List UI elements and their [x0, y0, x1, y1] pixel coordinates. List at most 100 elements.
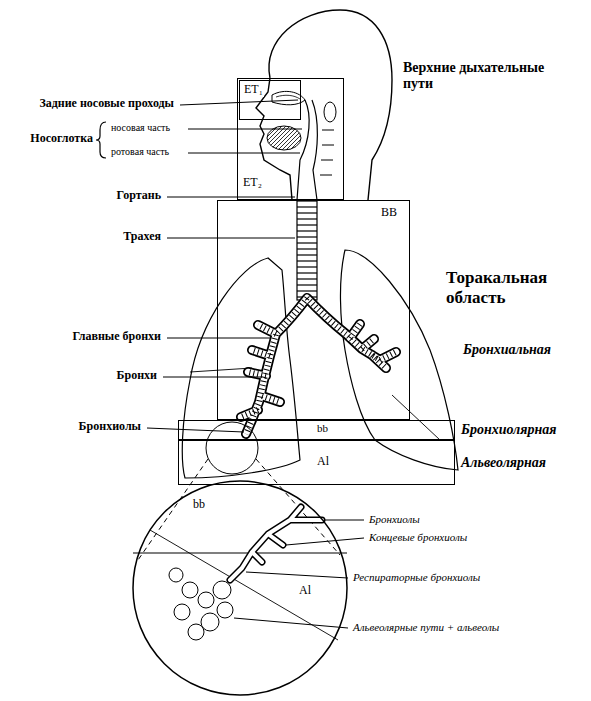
leader-line — [325, 520, 364, 521]
region-code: ET₁ — [243, 83, 264, 97]
alveolus — [169, 568, 183, 582]
region-name: Бронхиолы — [368, 513, 421, 526]
zoom-dash — [138, 459, 208, 560]
leader-line — [167, 238, 295, 239]
turbinate — [276, 95, 300, 99]
vertebrae — [320, 130, 334, 175]
region-name: Бронхиолярная — [460, 422, 557, 438]
part-label: ротовая часть — [110, 146, 170, 158]
label-slot: Бронхи — [116, 369, 158, 383]
left-lung — [182, 258, 300, 478]
circle-outline — [133, 481, 347, 695]
leader-line — [234, 618, 348, 628]
part-label: Верхние дыхательные пути — [402, 60, 570, 92]
label-slot: Верхние дыхательные пути — [402, 60, 570, 92]
circle-outline — [132, 480, 348, 696]
lung-fissure — [392, 395, 440, 440]
region-box: ET₂ ET₁ — [237, 78, 344, 200]
region-name: Альвеолярные пути + альвеолы — [352, 621, 500, 634]
lung-fissure — [190, 368, 252, 372]
region-divider — [133, 552, 347, 553]
pharynx-wall — [312, 100, 317, 200]
region-label-slot: BB — [380, 206, 398, 220]
alveolus — [188, 624, 204, 640]
part-label: Бронхиолы — [78, 420, 142, 434]
region-code: bb — [316, 422, 329, 435]
ear — [324, 102, 336, 122]
label-slot: Носоглотка — [29, 132, 94, 146]
region-name: Альвеолярная — [460, 455, 547, 471]
region-label-slot: ET₂ — [242, 176, 263, 190]
alveolus — [217, 602, 233, 618]
label-slot: Главные бронхи — [71, 330, 162, 344]
label-slot: Респираторные бронхиолы — [352, 571, 481, 584]
pleura-line — [150, 530, 338, 640]
part-label: носовая часть — [110, 122, 171, 134]
leader-line — [286, 538, 364, 545]
alveolus — [182, 582, 198, 598]
label-slot: Бронхиолы — [78, 420, 142, 434]
part-label: Главные бронхи — [71, 330, 162, 344]
label-slot: Альвеолярные пути + альвеолы — [352, 621, 500, 634]
bronchial-tree — [241, 298, 396, 434]
leader-line — [188, 153, 300, 154]
region-label-slot: Al — [298, 584, 312, 598]
head-outline — [269, 10, 392, 200]
label-slot: Торакальная область — [445, 268, 580, 307]
region-code: ET₂ — [242, 176, 263, 190]
region-code: bb — [192, 498, 206, 512]
leader-line — [147, 428, 244, 432]
bronchial-tree — [241, 298, 396, 434]
leader-line — [163, 377, 262, 378]
region-box: Al — [178, 440, 455, 485]
magnified-region-circle: bbAl — [132, 480, 348, 696]
part-label: Носоглотка — [29, 132, 94, 146]
region-label-slot: bb — [316, 422, 329, 435]
region-code: Al — [298, 584, 312, 598]
label-slot: Бронхиолярная — [460, 422, 557, 438]
region-box: ET₁ — [239, 80, 301, 120]
part-label: Гортань — [116, 189, 162, 203]
label-slot: Альвеолярная — [460, 455, 547, 471]
alveolus — [213, 581, 231, 599]
region-box: bb — [178, 420, 455, 440]
alveolus — [198, 592, 214, 608]
magnify-circle — [206, 422, 258, 474]
label-slot: Гортань — [116, 189, 162, 203]
bronchial-rings — [241, 298, 396, 434]
region-code: Al — [316, 455, 330, 469]
label-slot: Бронхиолы — [368, 513, 421, 526]
leader-line — [167, 338, 270, 339]
alveoli — [169, 568, 233, 640]
region-name: Респираторные бронхиолы — [352, 571, 481, 584]
part-label: Задние носовые проходы — [38, 97, 175, 111]
region-label-slot: Al — [316, 455, 330, 469]
trachea — [297, 200, 317, 300]
region-name: Концевые бронхиолы — [368, 531, 468, 544]
leader-line — [188, 129, 302, 130]
part-label: Торакальная область — [445, 268, 580, 307]
label-slot: Бронхиальная — [462, 342, 552, 358]
bracket — [96, 122, 106, 158]
right-lung — [340, 250, 458, 470]
label-slot: ротовая часть — [110, 146, 170, 158]
leader-lines — [147, 100, 364, 628]
label-slot: Задние носовые проходы — [38, 97, 175, 111]
region-code: BB — [380, 206, 398, 220]
part-label: Бронхи — [116, 369, 158, 383]
region-label-slot: ET₁ — [243, 83, 264, 97]
label-slot: Трахея — [122, 230, 162, 244]
label-slot: Концевые бронхиолы — [368, 531, 468, 544]
region-name: Бронхиальная — [462, 342, 552, 358]
region-box: BB — [217, 200, 410, 420]
tongue — [267, 126, 301, 150]
leader-line — [167, 197, 295, 198]
pharynx-wall — [297, 100, 309, 200]
alveolus — [174, 604, 190, 620]
part-label: Трахея — [122, 230, 162, 244]
region-label-slot: bb — [192, 498, 206, 512]
leader-line — [246, 572, 348, 578]
label-slot: носовая часть — [110, 122, 171, 134]
alveolus — [201, 613, 219, 631]
